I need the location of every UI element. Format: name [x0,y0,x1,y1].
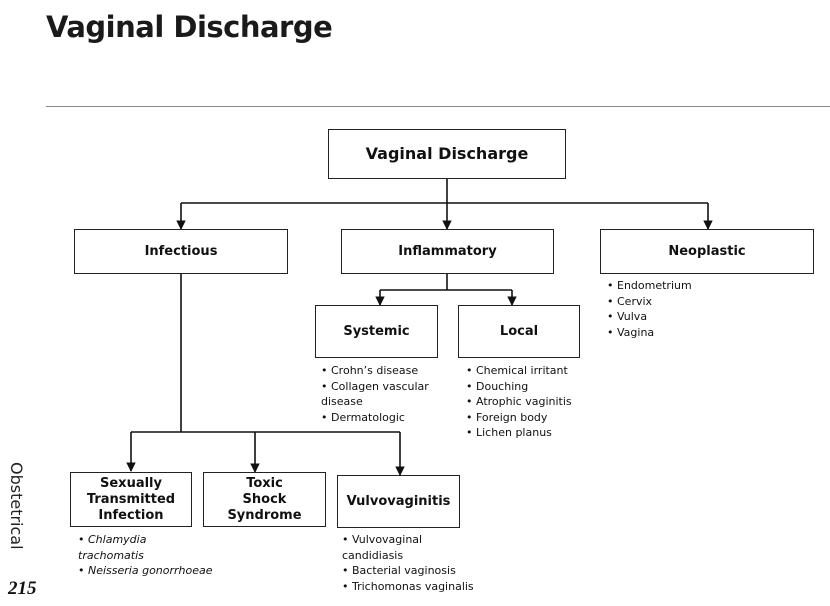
list-item: Vulva [607,309,692,325]
node-neoplastic: Neoplastic [600,229,814,274]
node-systemic-label: Systemic [343,323,410,339]
node-local: Local [458,305,580,358]
list-item: Crohn’s disease [321,363,429,379]
section-side-label: Obstetrical [7,462,26,550]
list-item: Douching [466,379,572,395]
list-item: Chemical irritant [466,363,572,379]
list-item: Vulvovaginal [342,532,474,548]
node-inflammatory-label: Inflammatory [398,243,497,259]
title-divider [46,106,830,107]
node-root-label: Vaginal Discharge [365,144,529,163]
node-tss: Toxic Shock Syndrome [203,472,326,527]
list-item: Chlamydia [78,532,213,548]
list-item-continuation: disease [321,395,363,408]
neoplastic-items: Endometrium Cervix Vulva Vagina [607,278,692,340]
list-item: Cervix [607,294,692,310]
node-infectious-label: Infectious [144,243,218,259]
local-items: Chemical irritant Douching Atrophic vagi… [466,363,572,441]
node-vulvovaginitis: Vulvovaginitis [337,475,460,528]
list-item: disease [321,394,429,410]
list-item: Trichomonas vaginalis [342,579,474,595]
vulvovaginitis-items: Vulvovaginal candidiasis Bacterial vagin… [342,532,474,594]
node-neoplastic-label: Neoplastic [668,243,746,259]
list-item: Neisseria gonorrhoeae [78,563,213,579]
page-title: Vaginal Discharge [46,10,333,44]
node-systemic: Systemic [315,305,438,358]
node-sti-label: Sexually Transmitted Infection [86,475,176,523]
node-infectious: Infectious [74,229,288,274]
list-item: Bacterial vaginosis [342,563,474,579]
list-item-continuation: trachomatis [78,548,144,562]
list-item: Atrophic vaginitis [466,394,572,410]
list-item-continuation: candidiasis [342,548,404,562]
list-item: Endometrium [607,278,692,294]
list-item: Lichen planus [466,425,572,441]
list-item: Foreign body [466,410,572,426]
node-tss-label: Toxic Shock Syndrome [227,475,302,523]
list-item: Vagina [607,325,692,341]
list-item: Collagen vascular [321,379,429,395]
node-local-label: Local [499,323,539,339]
sti-items: Chlamydia trachomatis Neisseria gonorrho… [78,532,213,579]
node-inflammatory: Inflammatory [341,229,554,274]
node-sti: Sexually Transmitted Infection [70,472,192,527]
list-item: trachomatis [78,548,213,564]
page-number: 215 [8,578,37,599]
node-vulvovaginitis-label: Vulvovaginitis [346,493,451,509]
node-root: Vaginal Discharge [328,129,566,179]
list-item: Dermatologic [321,410,429,426]
list-item: candidiasis [342,548,474,564]
systemic-items: Crohn’s disease Collagen vascular diseas… [321,363,429,425]
